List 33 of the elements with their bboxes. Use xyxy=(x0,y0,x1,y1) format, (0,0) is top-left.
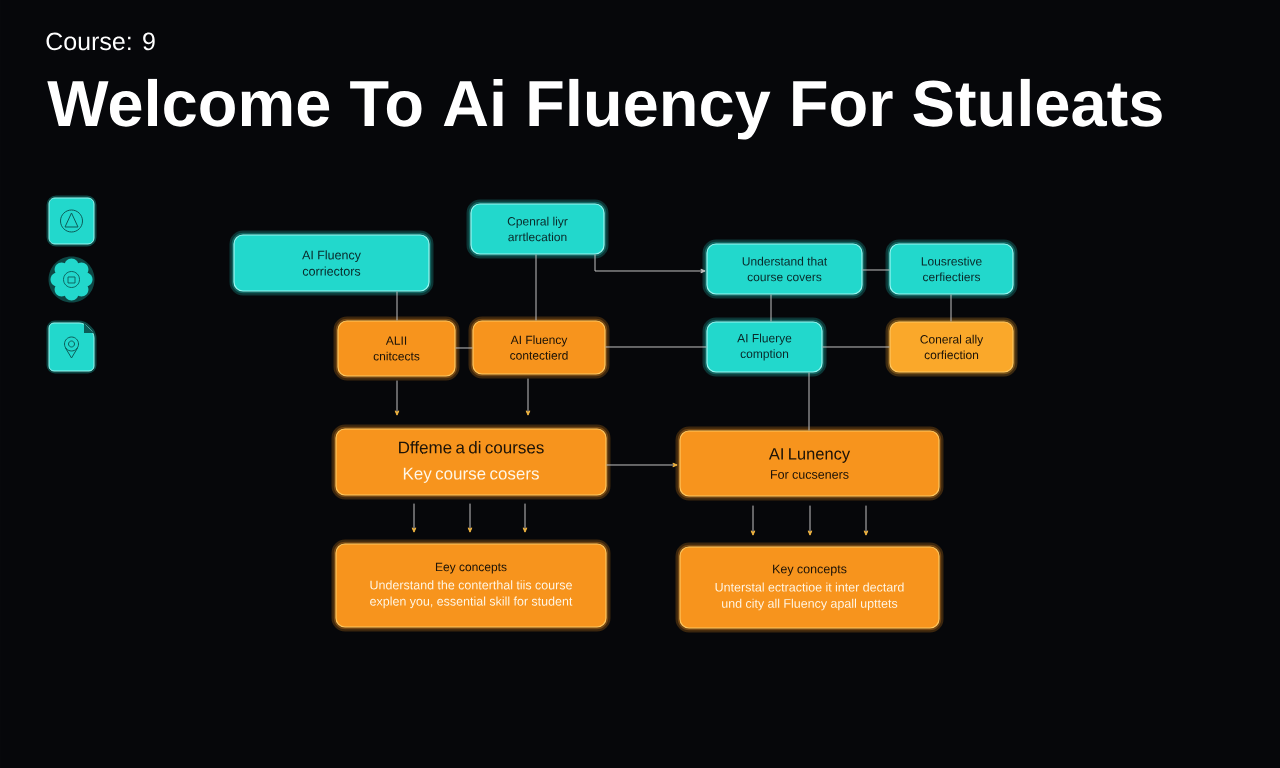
arrow xyxy=(594,254,706,274)
arrow xyxy=(606,462,678,468)
title: Welcome To Ai Fluency For Stuleats xyxy=(47,78,1162,140)
arrow xyxy=(863,505,869,536)
connector-line xyxy=(808,372,810,431)
arrow xyxy=(394,380,400,416)
connector-line xyxy=(535,254,537,321)
arrow xyxy=(467,503,473,533)
arrow xyxy=(522,503,528,533)
connector-line xyxy=(822,346,890,348)
process-box: Coneral ally corfiection xyxy=(885,317,1018,377)
process-box: ALII cnitcects xyxy=(333,316,460,381)
arrow xyxy=(807,505,813,536)
arrow xyxy=(411,503,417,533)
arrow xyxy=(525,378,531,416)
process-box: Lousrestive cerfiectiers xyxy=(885,239,1018,299)
process-box: AI Fluency contectierd xyxy=(468,316,610,379)
process-box: AI Fluency corriectors xyxy=(229,230,434,296)
connector-line xyxy=(605,346,707,348)
process-box: Cpenral liyr arrtlecation xyxy=(466,199,609,259)
process-box: AI Lunency For cucseners xyxy=(675,426,944,501)
connector-line xyxy=(396,291,398,321)
process-box: Key concepts Unterstal ectractioe it inter dectard und city all Fluency apall upttets xyxy=(675,542,944,633)
process-box: AI Fluerye comption xyxy=(702,317,827,377)
process-box: Eey concepts Understand the conterthal tiis course explen you, essential skill for student xyxy=(331,539,611,632)
course-label: Course: 9 xyxy=(46,32,155,51)
connector-line xyxy=(862,269,890,271)
connector-line xyxy=(770,294,772,322)
process-box: Dffeme a di courses Key course cosers xyxy=(331,424,611,500)
process-box: Understand that course covers xyxy=(702,239,867,299)
arrow xyxy=(750,505,756,536)
connector-line xyxy=(455,347,473,349)
connector-line xyxy=(950,294,952,322)
